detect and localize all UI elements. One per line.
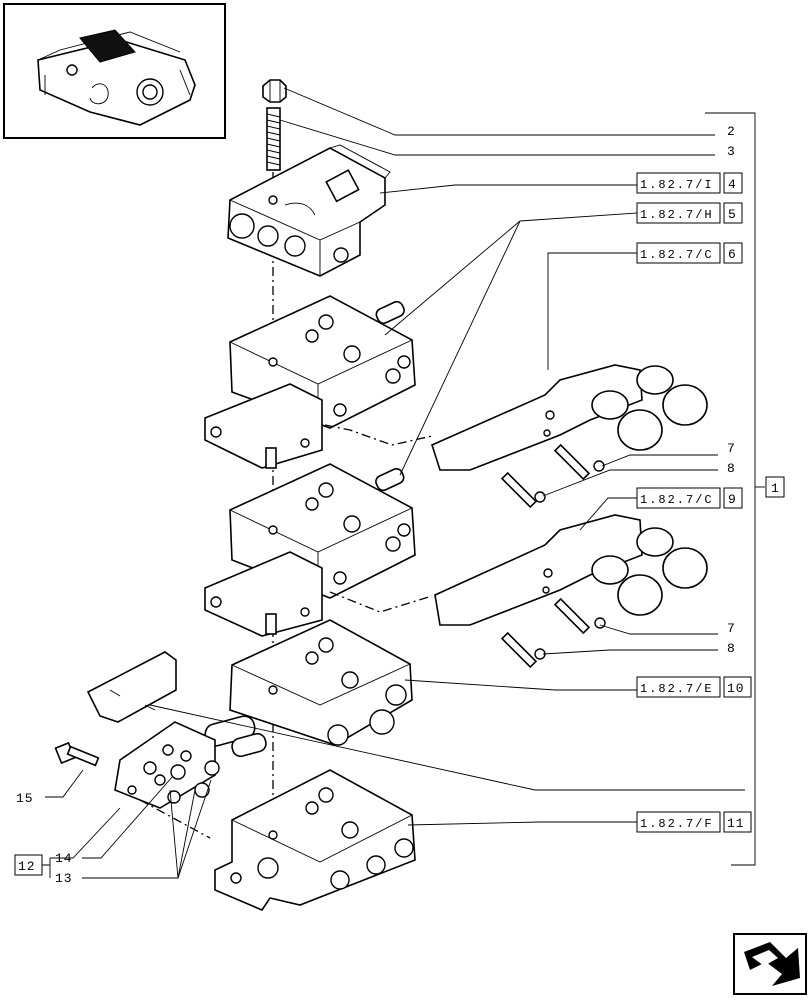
bottom-valve (214, 769, 416, 911)
bolt-15 (54, 741, 100, 767)
ref-6: 1.82.7/C (640, 248, 714, 262)
callout-2: 2 (727, 124, 736, 139)
callout-15: 15 (16, 791, 34, 806)
manifold-lower (434, 514, 708, 669)
callout-9: 9 (728, 492, 737, 507)
callout-13: 13 (55, 871, 73, 886)
flange-plate (114, 721, 220, 809)
callout-10: 10 (727, 681, 745, 696)
next-page-arrow-icon[interactable] (733, 933, 807, 995)
top-valve-body (227, 144, 391, 277)
ref-11: 1.82.7/F (640, 817, 714, 831)
callout-8a: 8 (727, 461, 736, 476)
callout-5: 5 (728, 207, 737, 222)
assembly-bracket (705, 112, 765, 866)
valve-section-10 (204, 619, 413, 758)
ref-5: 1.82.7/H (640, 208, 714, 222)
gasket-plate (86, 651, 177, 723)
leader-lines (45, 87, 745, 879)
ref-9: 1.82.7/C (640, 493, 714, 507)
callout-12: 12 (18, 859, 36, 874)
callouts: 2 3 1.82.7/I 4 1.82.7/H 5 1.82.7/C 6 7 8… (14, 124, 785, 886)
callout-3: 3 (727, 144, 736, 159)
valve-section-b (204, 463, 416, 637)
callout-1: 1 (771, 481, 780, 496)
callout-7a: 7 (727, 441, 736, 456)
callout-7b: 7 (727, 621, 736, 636)
callout-8b: 8 (727, 641, 736, 656)
ref-10: 1.82.7/E (640, 682, 714, 696)
manifold-upper (431, 364, 708, 509)
valve-section-a (204, 295, 416, 469)
callout-11: 11 (727, 816, 745, 831)
stud-and-nut (262, 79, 287, 171)
assembly-thumbnail (3, 3, 226, 139)
callout-14: 14 (55, 851, 73, 866)
callout-4: 4 (728, 177, 737, 192)
thumbnail-housing-icon (37, 29, 196, 126)
callout-6: 6 (728, 247, 737, 262)
ref-4: 1.82.7/I (640, 178, 714, 192)
